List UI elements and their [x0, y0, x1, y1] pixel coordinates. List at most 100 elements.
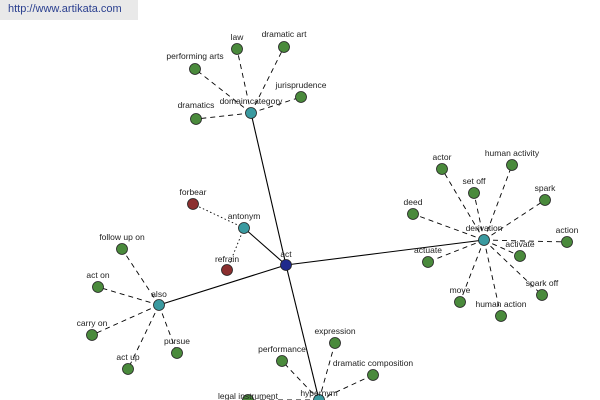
edge-derivation-to-spark	[483, 199, 546, 241]
edge-hypernym-to-expression	[318, 342, 336, 400]
node-forbear-label: forbear	[180, 187, 207, 197]
node-refrain-label: refrain	[215, 254, 239, 264]
edge-act-to-also	[158, 264, 287, 306]
edge-hypernym-to-dramatic-composition	[318, 374, 374, 400]
node-dramatics[interactable]: dramatics	[178, 100, 215, 125]
node-actor-marker[interactable]	[436, 163, 448, 175]
edge-act-to-domain-category	[250, 112, 287, 266]
edge-derivation-to-human-activity	[483, 164, 513, 241]
node-carry-on-marker[interactable]	[86, 329, 98, 341]
node-move-marker[interactable]	[454, 296, 466, 308]
node-jurisprudence-label: jurisprudence	[274, 80, 326, 90]
node-expression-marker[interactable]	[329, 337, 341, 349]
node-follow-up-on[interactable]: follow up on	[99, 232, 145, 255]
node-pursue-marker[interactable]	[171, 347, 183, 359]
node-jurisprudence[interactable]: jurisprudence	[274, 80, 327, 103]
node-hypernym[interactable]: hypernym	[300, 388, 338, 400]
node-act-up-marker[interactable]	[122, 363, 134, 375]
node-derivation-label: derivation	[466, 223, 503, 233]
node-dramatics-label: dramatics	[178, 100, 215, 110]
node-set-off[interactable]: set off	[463, 176, 487, 199]
node-act-on-marker[interactable]	[92, 281, 104, 293]
node-spark-marker[interactable]	[539, 194, 551, 206]
node-refrain-marker[interactable]	[221, 264, 233, 276]
node-performing-arts-marker[interactable]	[189, 63, 201, 75]
node-move[interactable]: move	[450, 285, 471, 308]
node-derivation-marker[interactable]	[478, 234, 490, 246]
node-follow-up-on-label: follow up on	[99, 232, 145, 242]
node-spark-off-marker[interactable]	[536, 289, 548, 301]
node-legal-instrument-marker[interactable]	[242, 394, 254, 400]
node-dramatic-composition-marker[interactable]	[367, 369, 379, 381]
graph-nodes: act domain category antonym derivation also h…	[77, 29, 579, 400]
node-activate-marker[interactable]	[514, 250, 526, 262]
node-deed-marker[interactable]	[407, 208, 419, 220]
node-actor-label: actor	[433, 152, 452, 162]
node-actor[interactable]: actor	[433, 152, 452, 175]
node-performance[interactable]: performance	[258, 344, 306, 367]
edge-derivation-to-set-off	[473, 192, 485, 241]
node-activate[interactable]: activate	[505, 239, 535, 262]
node-pursue[interactable]: pursue	[164, 336, 190, 359]
node-action[interactable]: action	[556, 225, 579, 248]
edge-derivation-to-action	[483, 239, 568, 243]
node-dramatic-composition[interactable]: dramatic composition	[333, 358, 414, 381]
node-deed-label: deed	[404, 197, 423, 207]
node-human-action-marker[interactable]	[495, 310, 507, 322]
node-dramatic-art-marker[interactable]	[278, 41, 290, 53]
node-action-marker[interactable]	[561, 236, 573, 248]
node-forbear[interactable]: forbear	[180, 187, 207, 210]
node-human-action[interactable]: human action	[475, 299, 527, 322]
node-antonym-marker[interactable]	[238, 222, 250, 234]
node-spark-off[interactable]: spark off	[526, 278, 559, 301]
node-derivation[interactable]: derivation	[466, 223, 503, 246]
node-jurisprudence-marker[interactable]	[295, 91, 307, 103]
edge-derivation-to-deed	[412, 213, 485, 241]
node-actuate-marker[interactable]	[422, 256, 434, 268]
node-dramatic-art[interactable]: dramatic art	[262, 29, 308, 53]
node-act-on[interactable]: act on	[86, 270, 110, 293]
node-deed[interactable]: deed	[404, 197, 423, 220]
edge-derivation-to-spark-off	[483, 239, 543, 296]
node-legal-instrument[interactable]: legal instrument	[218, 391, 279, 400]
node-activate-label: activate	[505, 239, 535, 249]
node-performance-label: performance	[258, 344, 306, 354]
node-carry-on-label: carry on	[77, 318, 108, 328]
node-antonym[interactable]: antonym	[228, 211, 261, 234]
node-law[interactable]: law	[231, 32, 245, 55]
node-antonym-label: antonym	[228, 211, 261, 221]
node-carry-on[interactable]: carry on	[77, 318, 108, 341]
node-also[interactable]: also	[151, 289, 167, 311]
node-spark[interactable]: spark	[535, 183, 557, 206]
node-expression[interactable]: expression	[314, 326, 356, 349]
node-human-activity[interactable]: human activity	[485, 148, 540, 171]
node-also-marker[interactable]	[153, 299, 165, 311]
node-performing-arts-label: performing arts	[166, 51, 223, 61]
node-domain-category-marker[interactable]	[245, 107, 257, 119]
node-performance-marker[interactable]	[276, 355, 288, 367]
node-actuate-label: actuate	[414, 245, 442, 255]
node-expression-label: expression	[314, 326, 355, 336]
node-actuate[interactable]: actuate	[414, 245, 442, 268]
node-follow-up-on-marker[interactable]	[116, 243, 128, 255]
node-dramatics-marker[interactable]	[190, 113, 202, 125]
node-act-up-label: act up	[116, 352, 139, 362]
edge-derivation-to-human-action	[483, 239, 502, 317]
node-act-up[interactable]: act up	[116, 352, 140, 375]
edge-act-to-hypernym	[285, 264, 320, 400]
node-refrain[interactable]: refrain	[215, 254, 239, 276]
node-act[interactable]: act	[280, 249, 292, 271]
node-hypernym-marker[interactable]	[313, 394, 325, 400]
node-action-label: action	[556, 225, 579, 235]
node-law-marker[interactable]	[231, 43, 243, 55]
node-forbear-marker[interactable]	[187, 198, 199, 210]
node-performing-arts[interactable]: performing arts	[166, 51, 224, 75]
node-act-marker[interactable]	[280, 259, 292, 271]
graph-edges	[91, 46, 568, 400]
node-human-action-label: human action	[475, 299, 526, 309]
node-set-off-marker[interactable]	[468, 187, 480, 199]
edge-domain-category-to-performing-arts	[194, 68, 252, 114]
node-human-activity-marker[interactable]	[506, 159, 518, 171]
node-domain-category[interactable]: domain category	[220, 96, 284, 119]
